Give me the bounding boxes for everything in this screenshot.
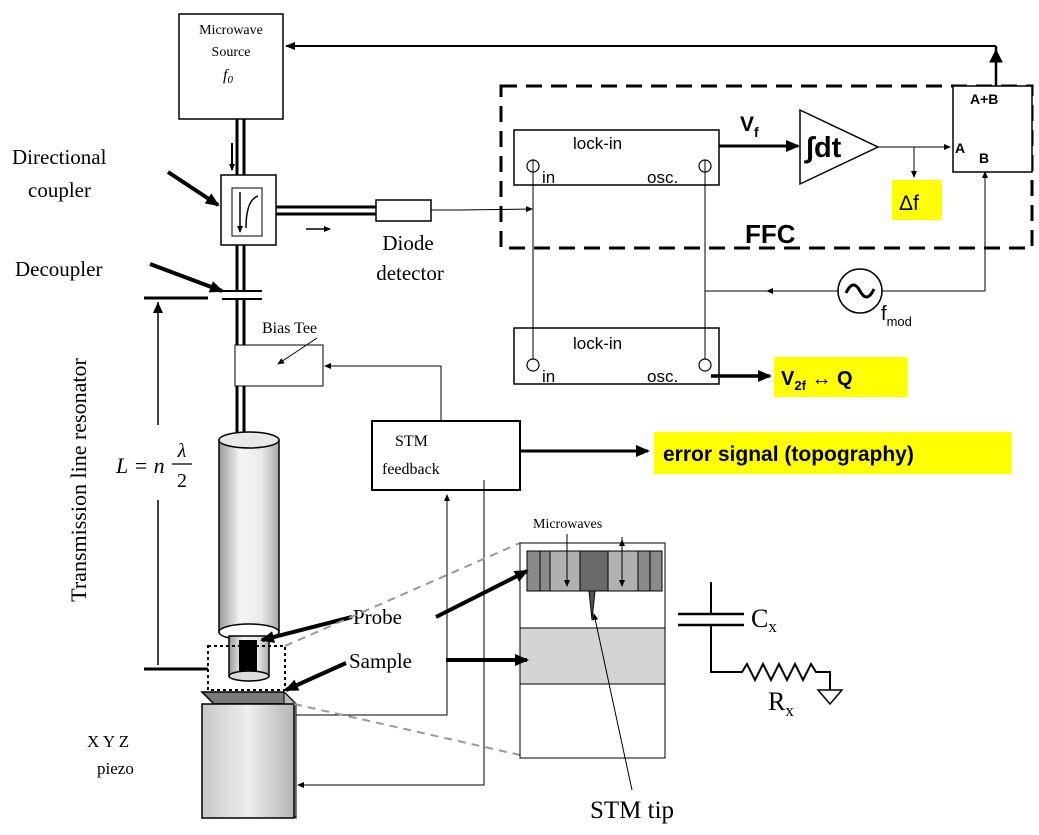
coupler-to-diode-line <box>276 205 376 216</box>
lockin-bottom-in-port <box>526 358 540 372</box>
xyz-piezo-block <box>200 690 298 820</box>
bias-tee-block <box>234 344 324 387</box>
probe-inset-pointer <box>435 569 529 619</box>
delta-f-highlight <box>892 180 942 220</box>
fmod-label: fmod <box>881 303 912 329</box>
decoupler-pointer <box>149 262 224 293</box>
lockin-connections <box>532 160 988 359</box>
bias-tee-pointer <box>277 337 318 365</box>
bias-tee-label: Bias Tee <box>262 320 317 337</box>
sample-label: Sample <box>349 649 412 673</box>
feedback-to-piezo-line <box>297 480 485 788</box>
probe-zoom-box <box>207 645 286 691</box>
error-signal-label: error signal (topography) <box>663 443 914 466</box>
diode-detector-label: Diode <box>382 231 433 255</box>
piezo-label-2: piezo <box>97 759 134 778</box>
svg-text:λ: λ <box>177 440 187 462</box>
sample-pointer <box>284 661 347 692</box>
lockin-top-block <box>513 129 720 186</box>
adder-sum-label: A+B <box>970 91 998 107</box>
zoom-lines <box>284 542 521 756</box>
ffc-label: FFC <box>745 219 796 249</box>
resonator-cylinder <box>218 431 280 682</box>
transmission-line <box>235 119 246 432</box>
directional-coupler-pointer <box>166 170 220 207</box>
probe-label: Probe <box>353 605 402 629</box>
stm-feedback-title: STM <box>395 433 428 450</box>
microwave-source-subtitle: Source <box>212 45 251 60</box>
piezo-to-feedback-line <box>296 494 450 716</box>
svg-text:L = n: L = n <box>115 453 165 478</box>
lockin-top-osc-label: osc. <box>647 168 678 187</box>
lockin-bottom-osc-port <box>698 358 712 372</box>
probe-pointer <box>260 615 353 643</box>
equivalent-circuit <box>678 582 844 706</box>
microwaves-label: Microwaves <box>533 517 602 532</box>
adder-to-source-line <box>285 42 1003 86</box>
piezo-label: X Y Z <box>87 732 129 751</box>
lockin-top-in-label: in <box>542 168 555 187</box>
integrator-label: ∫dt <box>804 132 842 164</box>
stm-tip-pointer <box>592 613 633 791</box>
diode-detector-label-2: detector <box>376 261 444 285</box>
svg-text:2: 2 <box>177 470 187 492</box>
feedback-to-bias-tee-line <box>324 363 442 421</box>
v2f-q-label: V2f ↔ Q <box>781 368 853 393</box>
integrator-block <box>799 108 880 186</box>
lockin-bottom-block <box>513 327 720 385</box>
cx-label: Cx <box>751 604 777 636</box>
microwave-source-block: Microwave Source f0 <box>178 13 284 120</box>
length-equation: L = n λ 2 <box>115 440 192 492</box>
v2f-highlight <box>774 357 907 397</box>
lockin-bottom-osc-label: osc. <box>647 367 678 386</box>
stm-feedback-subtitle: feedback <box>382 461 440 478</box>
stm-tip-label: STM tip <box>590 797 674 824</box>
adder-b-label: B <box>979 150 989 166</box>
lockin-bottom-in-label: in <box>542 367 555 386</box>
rx-label: Rx <box>768 687 794 720</box>
diode-to-lockin-line <box>431 206 533 213</box>
decoupler-label: Decoupler <box>15 257 102 281</box>
source-frequency: f0 <box>223 67 233 86</box>
resonator-label: Transmission line resonator <box>66 358 91 602</box>
decoupler-capacitor <box>222 290 262 300</box>
lockin-bottom-title: lock-in <box>573 334 622 353</box>
zoom-inset <box>519 534 666 759</box>
directional-coupler-label: Directional <box>12 145 107 169</box>
resonator-length-dimension <box>144 296 208 671</box>
adder-block <box>952 85 1033 173</box>
delta-f-label: Δf <box>899 192 919 215</box>
lockin-top-title: lock-in <box>573 134 622 153</box>
sine-wave-icon <box>844 283 876 299</box>
error-signal-highlight <box>654 432 1011 474</box>
microwave-source-title: Microwave <box>199 23 263 38</box>
diode-detector-block <box>375 199 432 222</box>
directional-coupler-block <box>220 143 277 246</box>
stm-feedback-block <box>371 420 521 491</box>
vf-label: Vf <box>740 113 759 140</box>
directional-coupler-label-2: coupler <box>28 178 91 202</box>
adder-a-label: A <box>955 140 965 156</box>
